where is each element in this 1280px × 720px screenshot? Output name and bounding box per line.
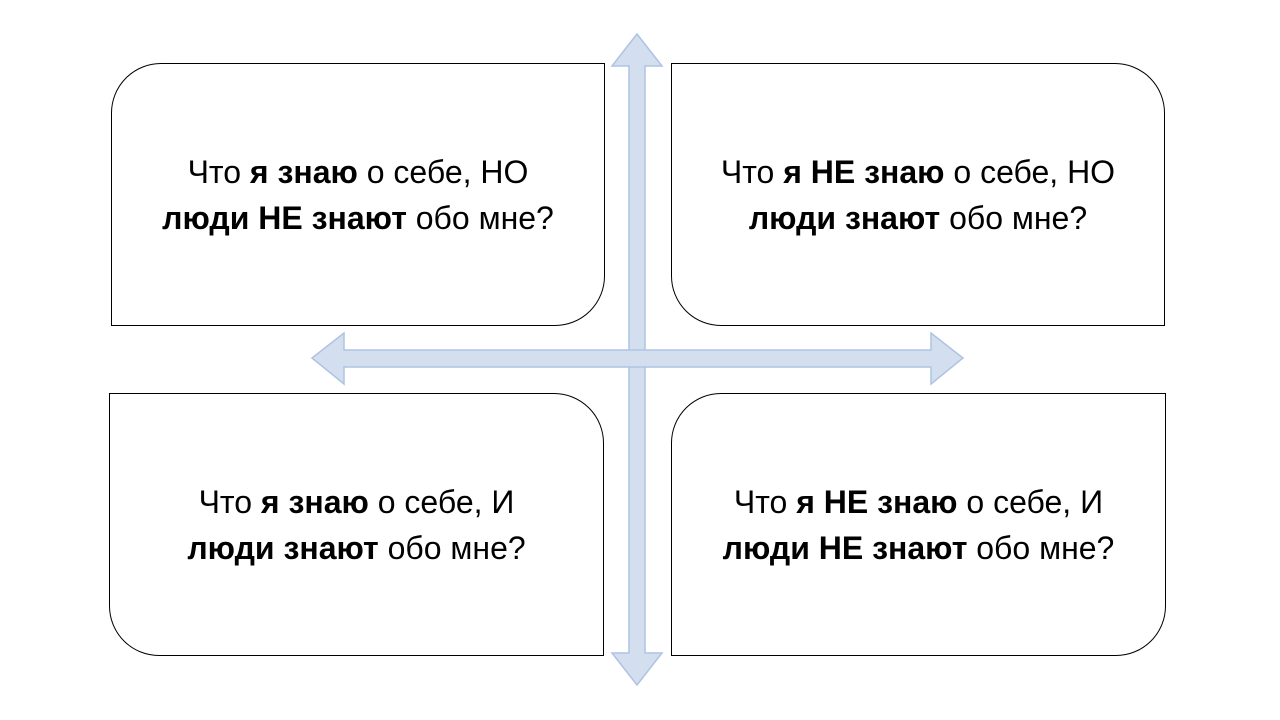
text-bold-part: люди НЕ знают xyxy=(722,529,968,566)
text-part: о себе, НО xyxy=(944,153,1116,190)
text-part: обо мне? xyxy=(406,199,554,236)
text-bold-part: я знаю xyxy=(260,483,369,520)
text-bold-part: люди знают xyxy=(187,529,379,566)
quadrant-top-right: Что я НЕ знаю о себе, НО люди знают обо … xyxy=(671,63,1165,326)
axes-center xyxy=(629,350,645,367)
text-part: Что xyxy=(733,483,797,520)
text-part: обо мне? xyxy=(967,529,1115,566)
text-bold-part: я НЕ знаю xyxy=(796,483,958,520)
quadrant-bottom-left: Что я знаю о себе, И люди знают обо мне? xyxy=(109,393,604,656)
text-part: Что xyxy=(198,483,261,520)
quadrant-bottom-left-text: Что я знаю о себе, И люди знают обо мне? xyxy=(187,479,525,571)
text-bold-part: я НЕ знаю xyxy=(783,153,945,190)
text-bold-part: люди НЕ знают xyxy=(162,199,407,236)
text-part: о себе, И xyxy=(957,483,1104,520)
text-bold-part: люди знают xyxy=(748,199,941,236)
quadrant-bottom-right: Что я НЕ знаю о себе, И люди НЕ знают об… xyxy=(671,393,1166,656)
text-part: обо мне? xyxy=(378,529,526,566)
text-bold-part: я знаю xyxy=(249,153,358,190)
text-part: о себе, И xyxy=(368,483,515,520)
text-part: о себе, НО xyxy=(357,153,529,190)
quadrant-bottom-right-text: Что я НЕ знаю о себе, И люди НЕ знают об… xyxy=(723,479,1115,571)
text-part: Что xyxy=(720,153,784,190)
text-part: обо мне? xyxy=(940,199,1088,236)
text-part: Что xyxy=(187,153,250,190)
quadrant-top-left-text: Что я знаю о себе, НО люди НЕ знают обо … xyxy=(162,149,554,241)
quadrant-top-right-text: Что я НЕ знаю о себе, НО люди знают обо … xyxy=(721,149,1115,241)
quadrant-top-left: Что я знаю о себе, НО люди НЕ знают обо … xyxy=(111,63,605,326)
